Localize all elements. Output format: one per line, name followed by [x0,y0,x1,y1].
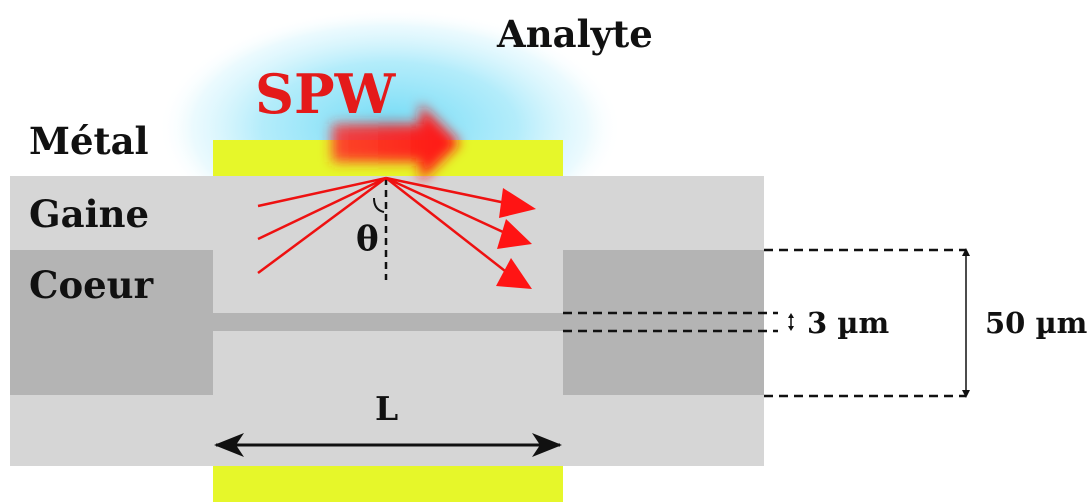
spw-arrow [332,104,460,182]
theta-label: θ [356,219,379,259]
reflected-ray-arrowhead [496,258,532,289]
core-thickness-marker-top [788,313,794,318]
metal-label: Métal [29,119,149,163]
incident-ray [257,176,387,275]
core-thin-section [213,313,563,331]
core-left [10,250,213,395]
length-label: L [375,389,398,428]
metal-layer-bottom [213,466,563,502]
core-thickness-label: 3 µm [807,306,890,340]
reflected-ray-arrowhead [499,188,536,218]
cladding-thickness-arrow-bottom [962,390,970,398]
reflected-ray [385,176,517,240]
reflected-ray-arrowhead [497,219,532,249]
analyte-label: Analyte [496,12,653,56]
core-thickness-marker-bottom [788,326,794,331]
core-label: Coeur [29,263,154,307]
reflected-ray [385,176,521,208]
core-right [563,250,764,395]
incident-ray [257,176,387,208]
spw-label: SPW [255,62,397,126]
reflected-ray [385,177,515,279]
cladding-label: Gaine [29,192,149,236]
cladding-thickness-arrow-top [962,248,970,256]
incident-ray [257,176,387,241]
cladding-thickness-label: 50 µm [985,306,1088,340]
angle-arc [373,197,385,213]
